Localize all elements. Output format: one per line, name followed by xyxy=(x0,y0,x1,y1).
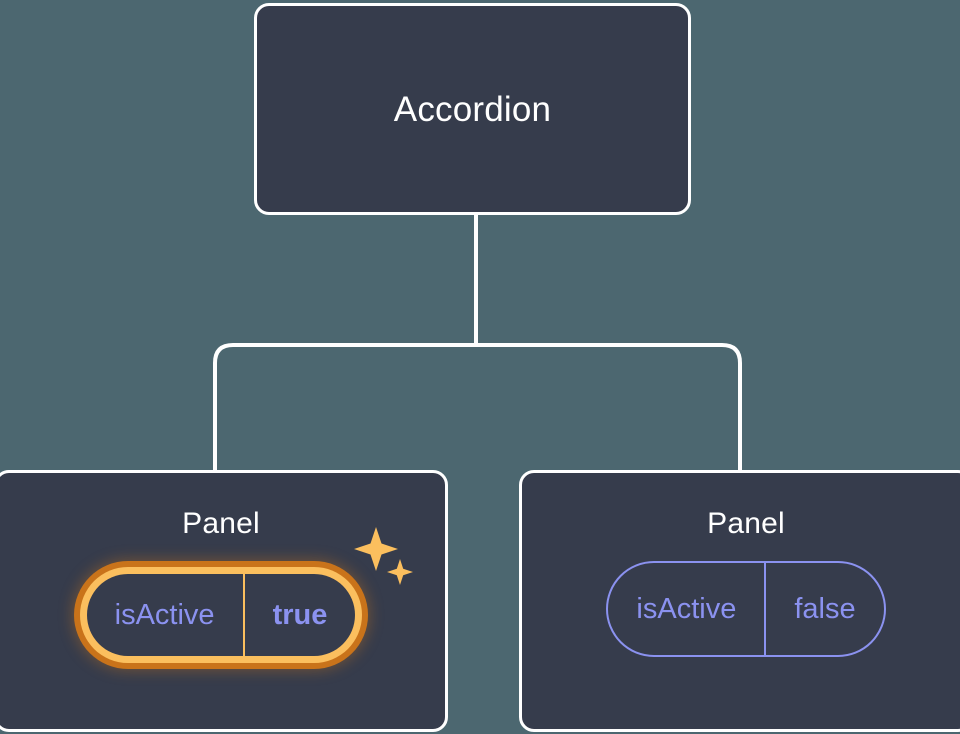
sparkle-icon xyxy=(354,527,414,585)
prop-value: false xyxy=(764,563,883,655)
node-title: Panel xyxy=(707,507,785,540)
node-title: Panel xyxy=(182,507,260,540)
prop-pill-highlighted[interactable]: isActive true xyxy=(73,561,369,669)
node-panel-active[interactable]: Panel isActive true xyxy=(0,470,448,732)
prop-pill-inner-ring: isActive true xyxy=(79,567,363,663)
prop-key: isActive xyxy=(114,598,215,631)
prop-key: isActive xyxy=(636,592,737,625)
node-panel-inactive[interactable]: Panel isActive false xyxy=(519,470,960,732)
node-title: Accordion xyxy=(393,89,552,129)
node-accordion[interactable]: Accordion xyxy=(254,3,691,215)
prop-pill-body: isActive true xyxy=(86,574,356,656)
prop-pill[interactable]: isActive false xyxy=(606,561,886,657)
prop-pill-wrapper: isActive true xyxy=(73,527,414,669)
prop-pill-wrapper: isActive false xyxy=(606,561,886,657)
prop-value: true xyxy=(242,574,356,656)
